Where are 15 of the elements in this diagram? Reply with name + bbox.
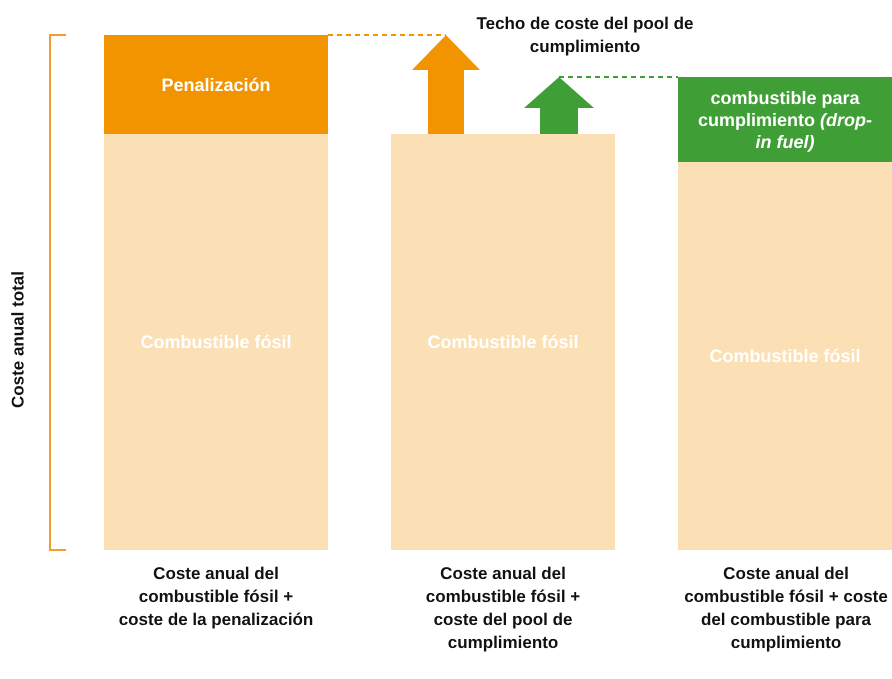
fuel-bar	[104, 134, 328, 550]
bar-caption: Coste anual del combustible fósil + coste del combustible para cumplimiento	[683, 563, 889, 654]
bar-caption: Coste anual del combustible fósil + coste de la penalización	[118, 563, 314, 631]
bar-label: Penalización	[160, 74, 272, 96]
axis-label: Coste anual total	[8, 270, 28, 410]
bar-label: Combustible fósil	[708, 345, 862, 367]
fuel-bar	[391, 134, 615, 550]
penalty-bar	[104, 35, 328, 134]
bar-label: combustible para cumplimiento (drop-in fuel)	[697, 86, 873, 152]
ceiling-label: Techo de coste del pool de cumplimiento	[476, 13, 694, 58]
compliance-fuel-bar	[678, 77, 892, 162]
fuel-bar	[678, 162, 892, 550]
bar-label: Combustible fósil	[426, 331, 580, 353]
bar-label: Combustible fósil	[139, 331, 292, 353]
bar-caption: Coste anual del combustible fósil + coste del pool de cumplimiento	[424, 563, 582, 654]
